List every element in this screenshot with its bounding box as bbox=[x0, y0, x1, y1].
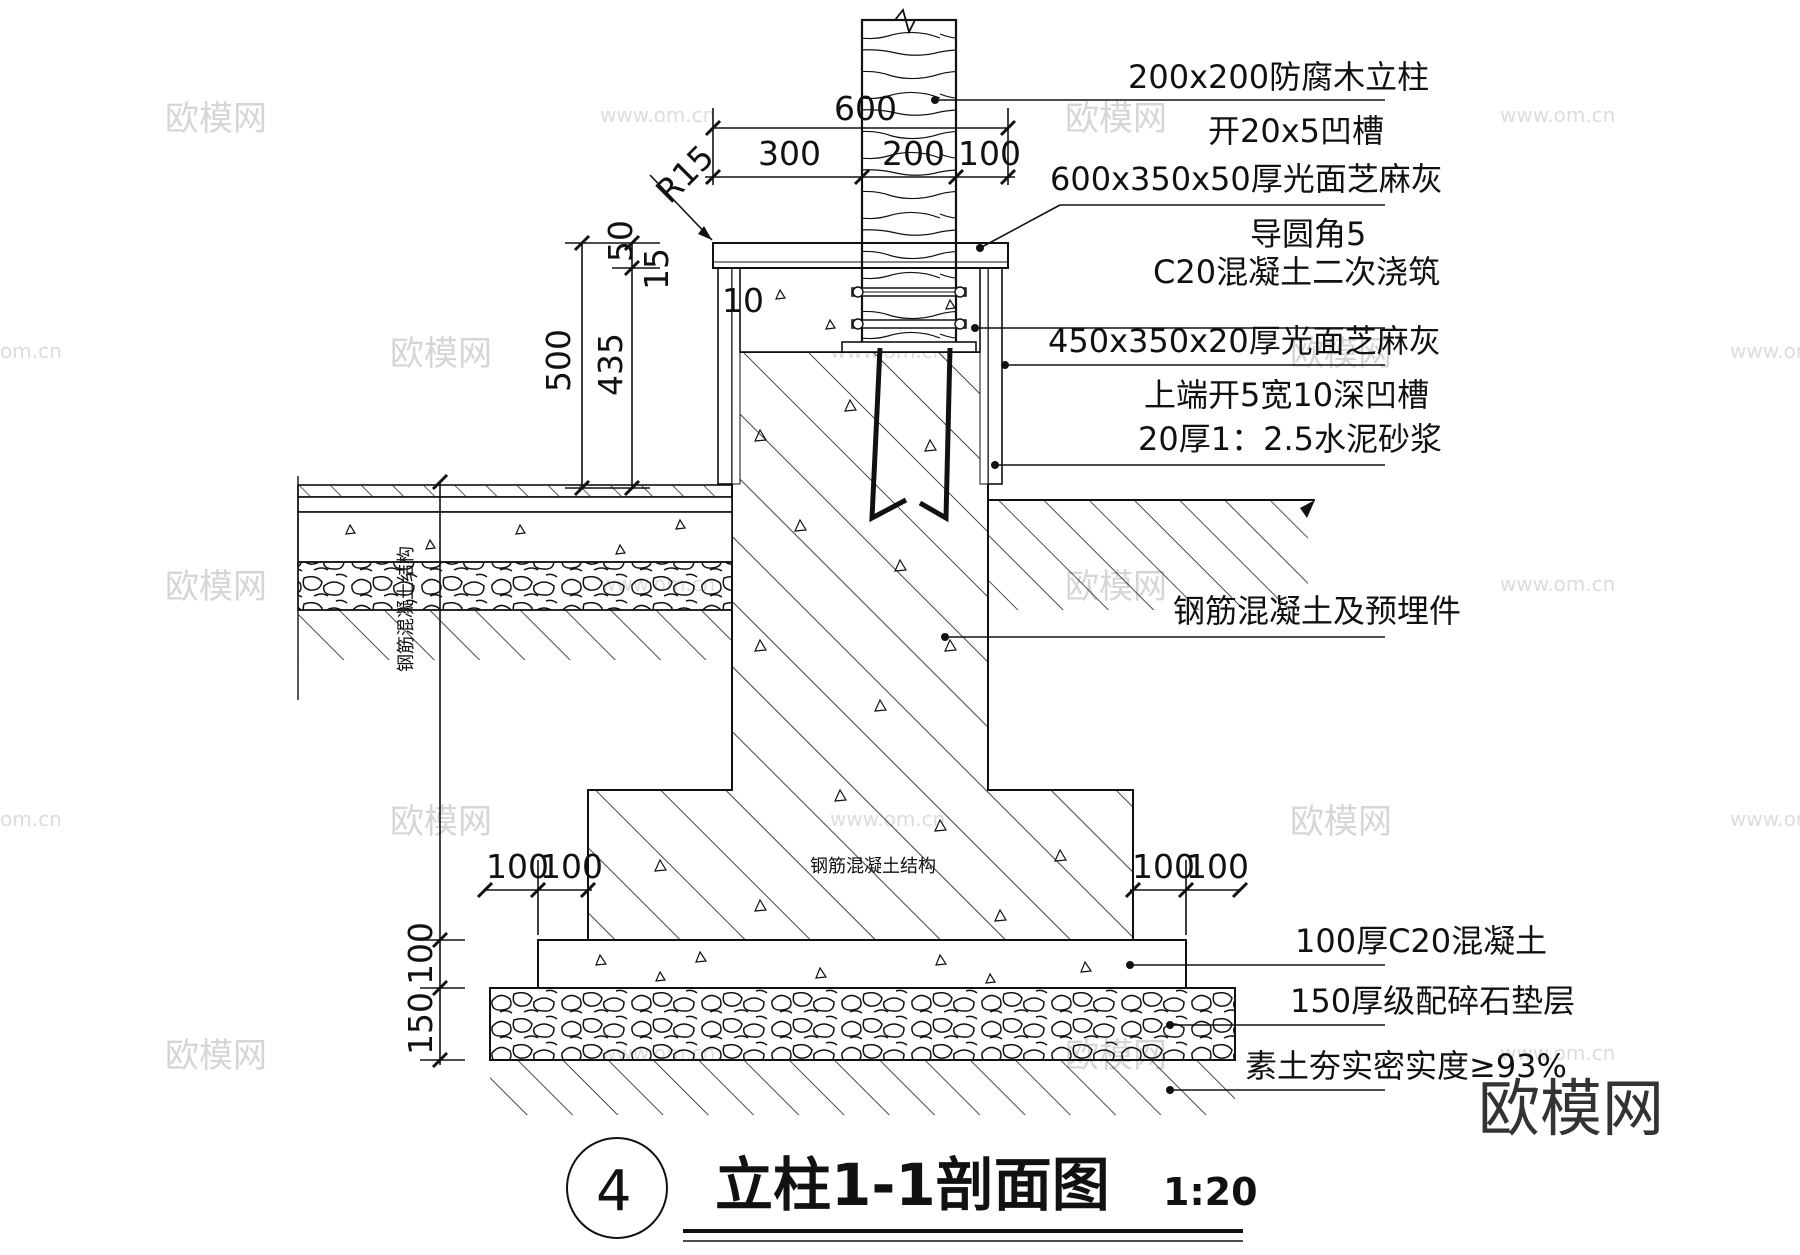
drawing-scale: 1:20 bbox=[1163, 1170, 1258, 1214]
watermark-url: www.om.cn bbox=[1730, 339, 1800, 363]
callout-round: 导圆角5 bbox=[1250, 215, 1366, 253]
callout-panel-groove: 上端开5宽10深凹槽 bbox=[1144, 376, 1429, 414]
watermark-url: www.om.cn bbox=[1500, 103, 1615, 127]
dim-footing-left-2: 100 bbox=[540, 847, 603, 886]
callout-gravel: 150厚级配碎石垫层 bbox=[1290, 982, 1575, 1020]
watermark-text: 欧模网 bbox=[1290, 334, 1392, 374]
concrete-base bbox=[537, 939, 1187, 989]
leader-dots bbox=[931, 96, 1174, 1094]
callout-rc: 钢筋混凝土及预埋件 bbox=[1173, 592, 1461, 630]
dim-10: 10 bbox=[722, 281, 764, 320]
dimension-ticks bbox=[431, 119, 1249, 1069]
dim-footing-right-2: 100 bbox=[1186, 847, 1249, 886]
callout-group: 200x200防腐木立柱 开20x5凹槽 600x350x50厚光面芝麻灰 导圆… bbox=[1048, 58, 1575, 1085]
detail-number: 4 bbox=[596, 1159, 632, 1224]
watermark-url: www.om.cn bbox=[1500, 1041, 1615, 1065]
dim-600: 600 bbox=[834, 89, 897, 128]
dim-15: 15 bbox=[637, 248, 676, 290]
watermark-text: 欧模网 bbox=[390, 334, 492, 374]
dim-200: 200 bbox=[882, 134, 945, 173]
left-soil bbox=[298, 610, 732, 660]
embedded-anchor bbox=[869, 347, 953, 523]
wood-post bbox=[860, 18, 958, 352]
dim-base-100: 100 bbox=[401, 922, 440, 985]
compacted-soil bbox=[490, 1060, 1235, 1115]
watermark-url: om.cn bbox=[0, 339, 62, 363]
callout-post: 200x200防腐木立柱 bbox=[1128, 58, 1429, 96]
callout-groove: 开20x5凹槽 bbox=[1208, 112, 1384, 150]
cap-stone bbox=[712, 242, 1009, 269]
drawing-title: 立柱1-1剖面图 bbox=[715, 1151, 1110, 1219]
dim-300: 300 bbox=[758, 134, 821, 173]
watermark-text: 欧模网 bbox=[1065, 99, 1167, 139]
right-soil bbox=[988, 500, 1308, 610]
watermark-url: om.cn bbox=[0, 807, 62, 831]
dim-50: 50 bbox=[601, 220, 640, 262]
dim-500: 500 bbox=[539, 329, 578, 392]
paving-finish bbox=[297, 484, 733, 498]
center-structure-label: 钢筋混凝土结构 bbox=[810, 856, 936, 877]
dim-footing-right-1: 100 bbox=[1132, 847, 1195, 886]
watermark-text: 欧模网 bbox=[165, 99, 267, 139]
dim-435: 435 bbox=[591, 333, 630, 396]
gravel-bed bbox=[489, 987, 1236, 1061]
watermark-text: 欧模网 bbox=[390, 802, 492, 842]
dim-footing-left-1: 100 bbox=[486, 847, 549, 886]
watermark-url: www.om.cn bbox=[1730, 807, 1800, 831]
paving-gravel bbox=[297, 561, 733, 611]
left-structure-label: 钢筋混凝土结构 bbox=[396, 546, 417, 672]
dim-100: 100 bbox=[958, 134, 1021, 173]
paving-concrete bbox=[297, 511, 733, 563]
callout-mortar: 20厚1：2.5水泥砂浆 bbox=[1138, 420, 1442, 458]
callout-soil: 素土夯实密实度≥93% bbox=[1245, 1047, 1567, 1085]
dim-base-150: 150 bbox=[401, 992, 440, 1055]
brand-watermark: 欧模网 bbox=[1478, 1072, 1664, 1145]
watermark-url: www.om.cn bbox=[600, 103, 715, 127]
callout-panel: 450x350x20厚光面芝麻灰 bbox=[1048, 322, 1441, 360]
watermark-text: 欧模网 bbox=[1290, 802, 1392, 842]
dimension-lines bbox=[420, 99, 1385, 1091]
watermark-url: www.om.cn bbox=[1500, 572, 1615, 596]
watermark-text: 欧模网 bbox=[165, 567, 267, 607]
detail-bubble bbox=[566, 1137, 668, 1239]
callout-secondary-pour: C20混凝土二次浇筑 bbox=[1153, 253, 1440, 291]
callout-c20: 100厚C20混凝土 bbox=[1295, 922, 1547, 960]
dim-r15: R15 bbox=[648, 137, 721, 210]
watermark-text: 欧模网 bbox=[165, 1036, 267, 1076]
cladding-right bbox=[987, 267, 1003, 485]
callout-cap: 600x350x50厚光面芝麻灰 bbox=[1050, 160, 1443, 198]
